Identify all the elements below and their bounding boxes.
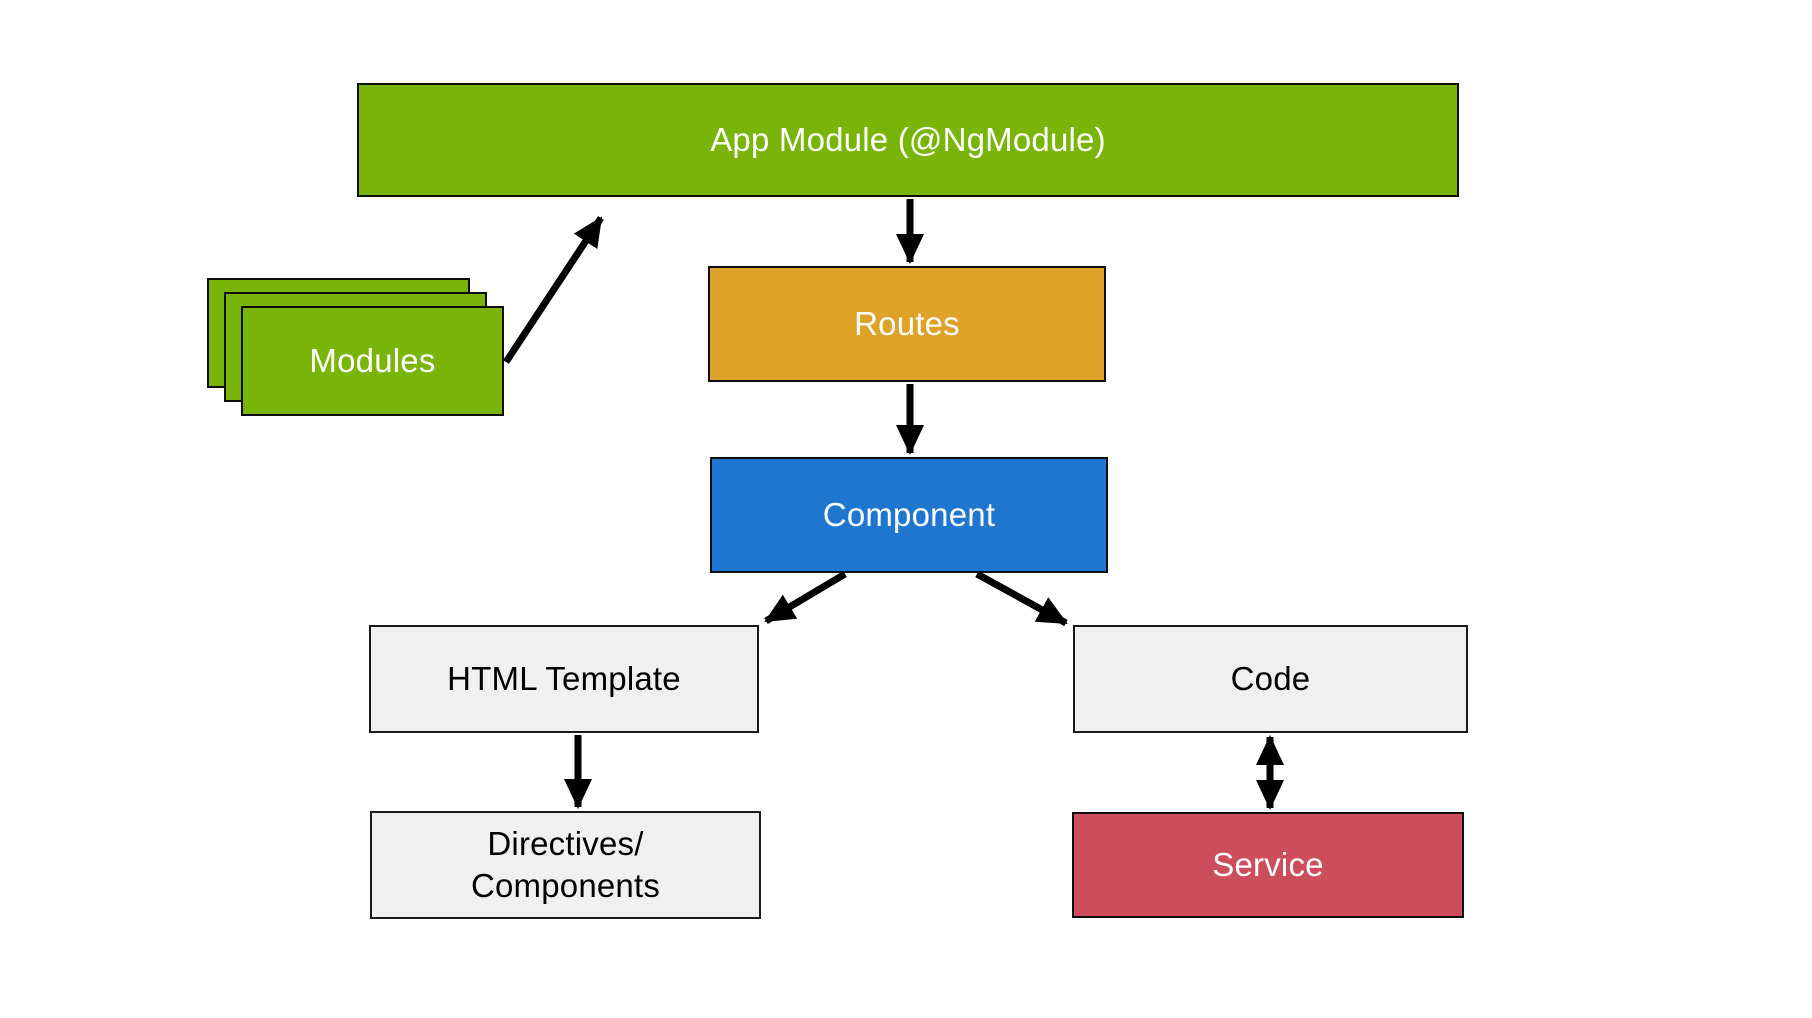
- node-html-template: HTML Template: [369, 625, 759, 733]
- node-directives-components: Directives/ Components: [370, 811, 761, 919]
- directives-label-line1: Directives/: [487, 825, 644, 862]
- node-code: Code: [1073, 625, 1468, 733]
- html-template-label: HTML Template: [447, 660, 681, 697]
- arrow-modules-to-app-module: [503, 216, 604, 364]
- service-label: Service: [1212, 846, 1324, 883]
- component-label: Component: [822, 496, 996, 533]
- node-component: Component: [710, 457, 1108, 573]
- routes-label: Routes: [854, 305, 960, 342]
- code-label: Code: [1230, 660, 1311, 697]
- arrow-component-to-html-template: [764, 570, 847, 625]
- modules-label: Modules: [309, 342, 436, 379]
- directives-label-line2: Components: [470, 867, 661, 904]
- node-routes: Routes: [708, 266, 1106, 382]
- node-service: Service: [1072, 812, 1464, 918]
- arrow-component-to-code: [975, 570, 1068, 627]
- app-module-label: App Module (@NgModule): [710, 121, 1106, 158]
- node-modules: Modules: [241, 306, 504, 416]
- node-app-module: App Module (@NgModule): [357, 83, 1459, 197]
